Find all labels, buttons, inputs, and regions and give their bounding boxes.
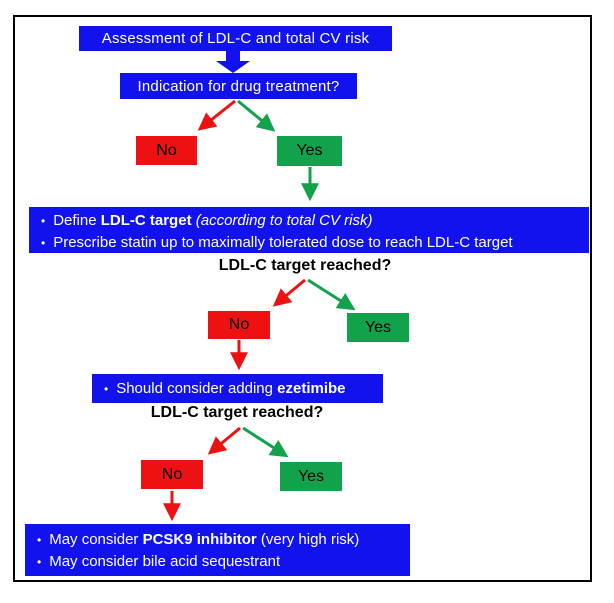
final-line1: • May consider PCSK9 inhibitor (very high… <box>35 529 359 551</box>
bullet-icon: • <box>37 533 42 547</box>
ezetimibe-box: • Should consider adding ezetimibe <box>92 374 383 403</box>
ezetimibe-normal-text: Should consider adding <box>116 379 278 397</box>
target-reached-question-2: LDL-C target reached? <box>150 404 324 421</box>
decision3-no-box: No <box>141 460 203 489</box>
bullet-icon: • <box>41 236 46 250</box>
target-reached-question-1: LDL-C target reached? <box>218 257 392 274</box>
pcsk9-post-text: (very high risk) <box>256 531 360 548</box>
ezetimibe-line: • Should consider adding ezetimibe <box>102 378 346 400</box>
assessment-box: Assessment of LDL-C and total CV risk <box>79 26 392 51</box>
bullet-icon: • <box>37 555 42 569</box>
define-italic-text: (according to total CV risk) <box>191 212 373 229</box>
decision1-yes-box: Yes <box>277 136 342 166</box>
decision3-yes-box: Yes <box>280 462 342 491</box>
pcsk9-bold-text: PCSK9 inhibitor <box>142 531 257 548</box>
ezetimibe-bold-text: ezetimibe <box>277 379 346 397</box>
final-options-box: • May consider PCSK9 inhibitor (very high… <box>25 524 410 576</box>
define-normal-text: Define <box>53 212 101 229</box>
decision2-no-box: No <box>208 311 270 339</box>
bile-acid-text: May consider bile acid sequestrant <box>49 553 281 570</box>
final-line2: • May consider bile acid sequestrant <box>35 551 280 573</box>
define-target-line2: • Prescribe statin up to maximally tolera… <box>39 232 513 254</box>
define-target-box: • Define LDL-C target (according to total… <box>29 207 589 253</box>
bullet-icon: • <box>41 214 46 228</box>
define-target-line1: • Define LDL-C target (according to total… <box>39 210 372 232</box>
decision1-no-box: No <box>136 136 197 165</box>
diagram-frame <box>13 15 592 582</box>
decision2-yes-box: Yes <box>347 313 409 342</box>
pcsk9-normal-text: May consider <box>49 531 143 548</box>
prescribe-statin-text: Prescribe statin up to maximally tolerat… <box>53 234 513 251</box>
define-bold-text: LDL-C target <box>100 212 192 229</box>
bullet-icon: • <box>104 381 109 396</box>
indication-question-box: Indication for drug treatment? <box>120 73 357 99</box>
